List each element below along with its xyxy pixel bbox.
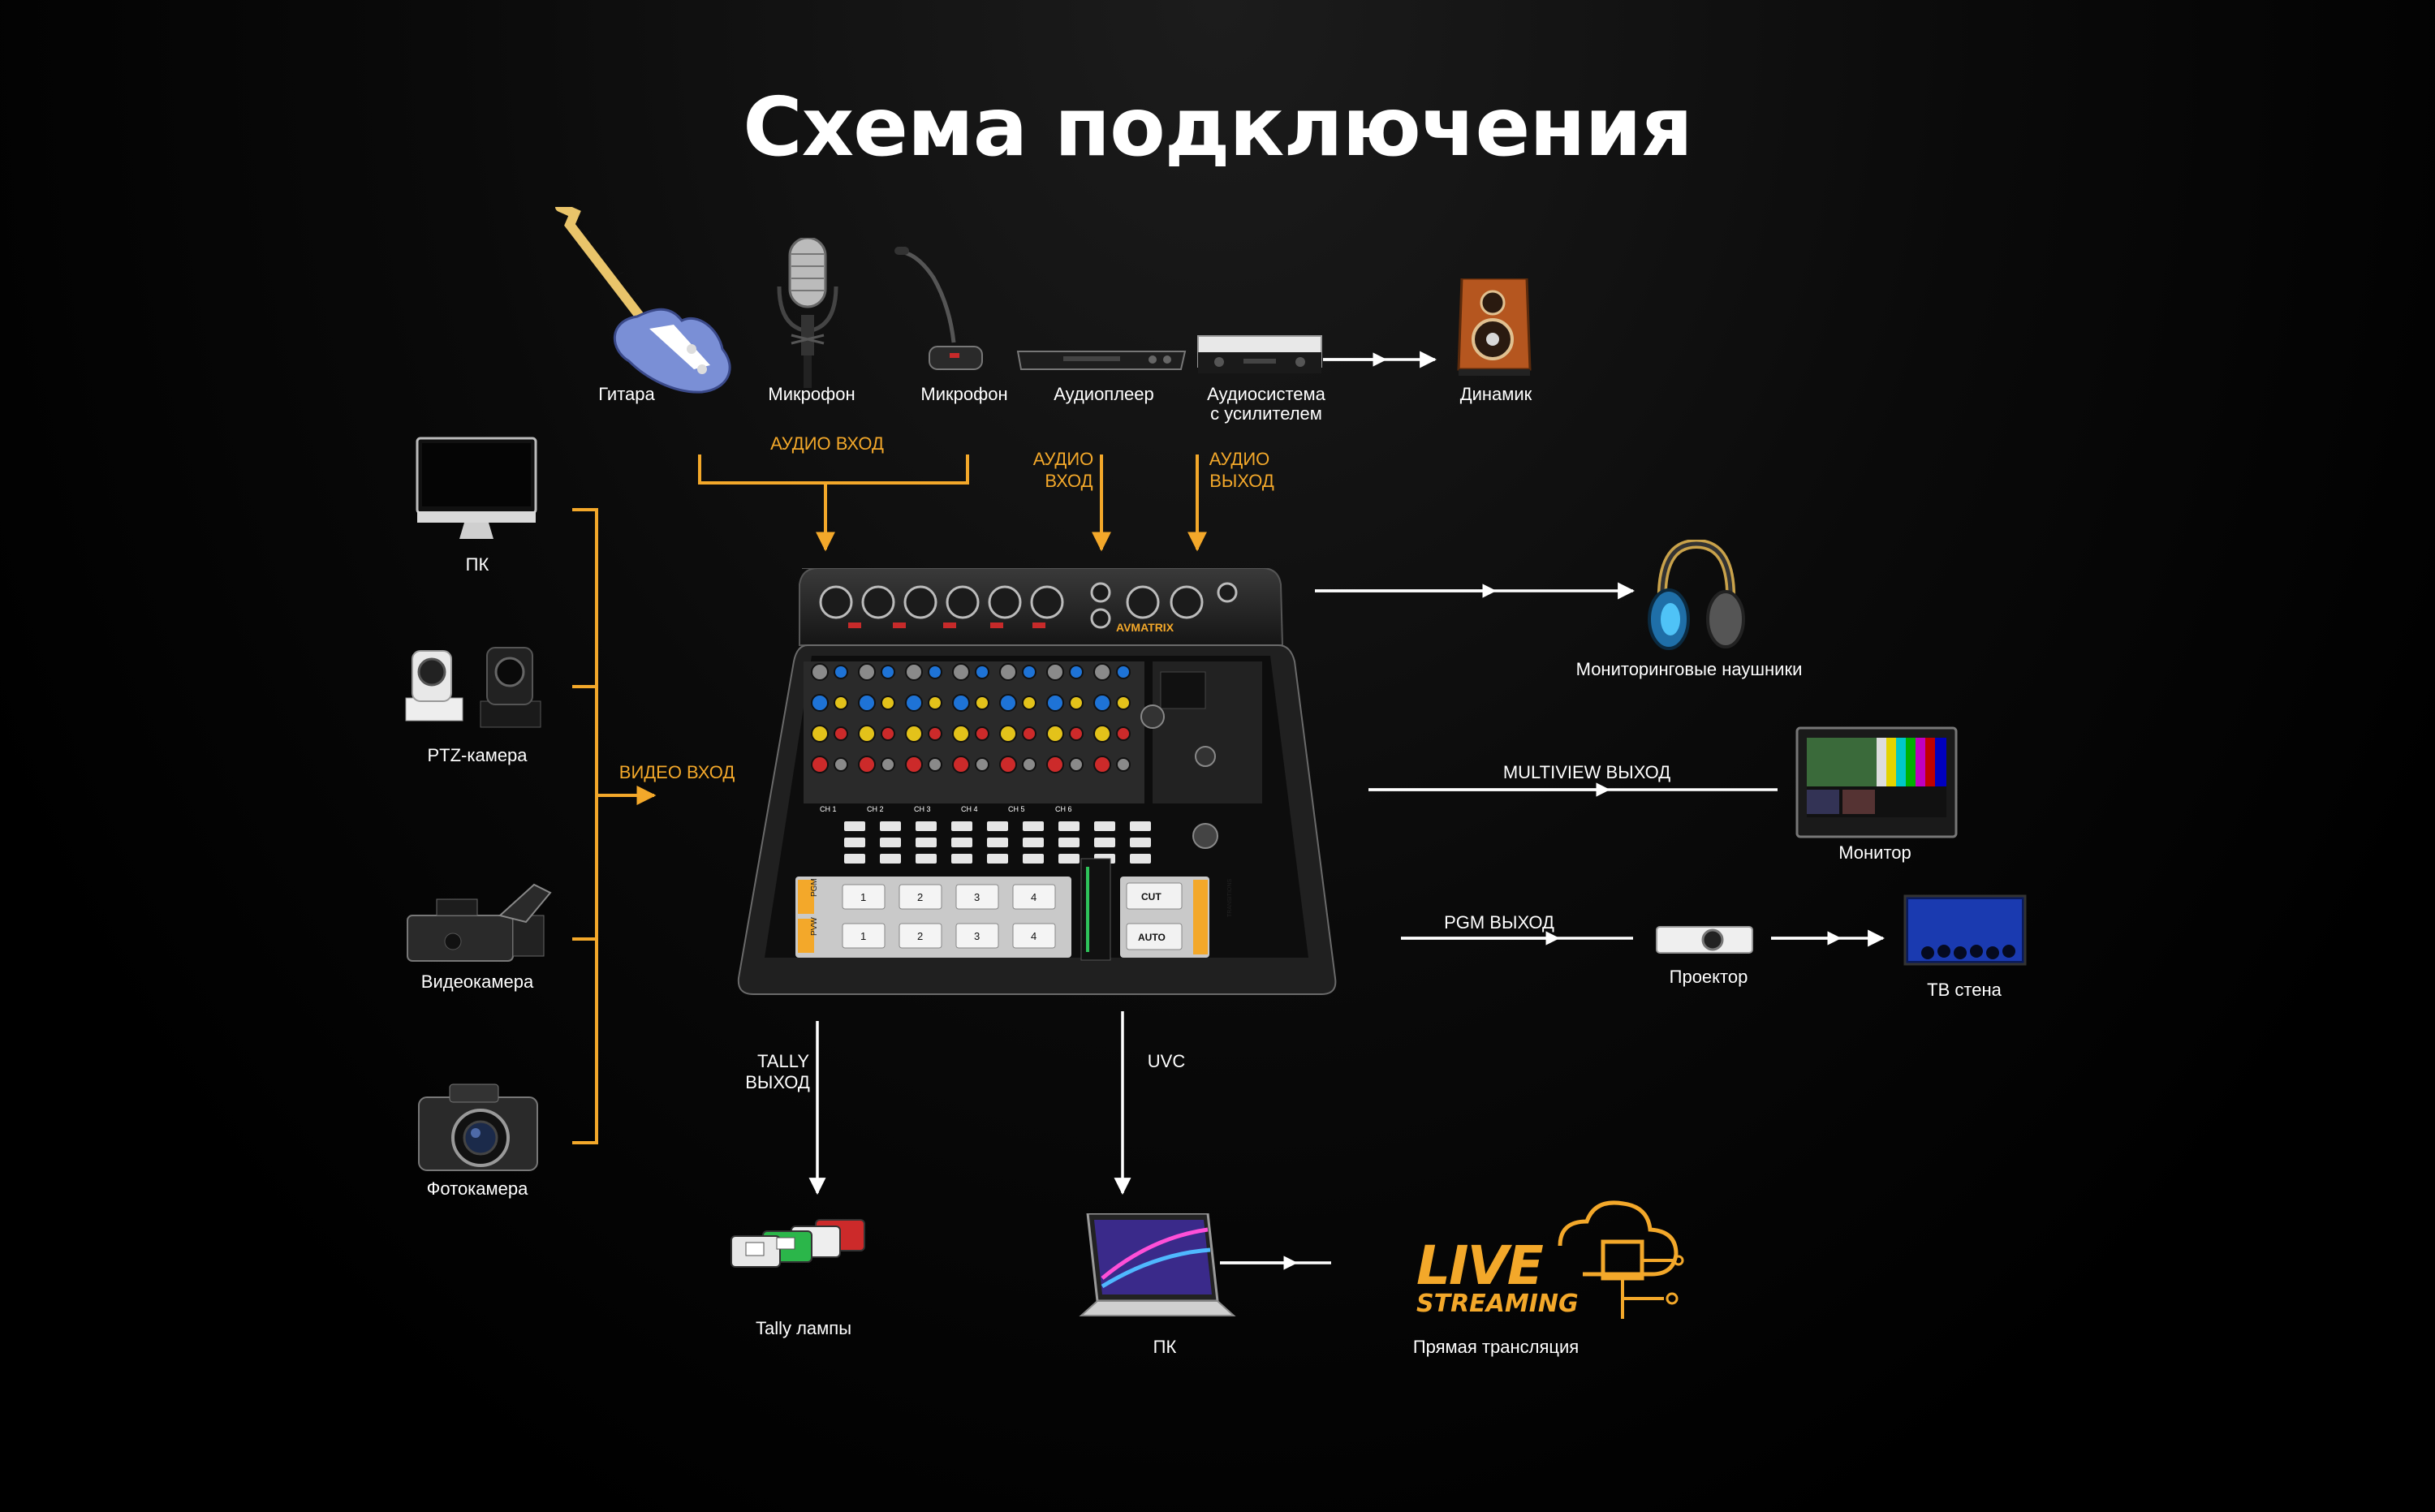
pvw-bus-key xyxy=(1012,923,1056,949)
mixer-pvw-label: PVW xyxy=(810,917,819,936)
svg-text:2: 2 xyxy=(917,930,923,942)
video-mixer: AVMATRIX CH 1 CH 2 CH 3 CH 4 CH 5 CH 6 PGM PV… xyxy=(737,568,1337,995)
projector-image xyxy=(1656,926,1753,954)
speaker-image xyxy=(1457,278,1532,376)
pvw-bus-key xyxy=(899,923,942,949)
live-streaming-label: Прямая трансляция xyxy=(1412,1337,1580,1357)
svg-text:4: 4 xyxy=(1031,891,1036,903)
svg-text:4: 4 xyxy=(1031,930,1036,942)
audio-in-bracket xyxy=(698,454,969,552)
multiview-monitor-image xyxy=(1795,726,1958,838)
laptop-image xyxy=(1079,1213,1236,1316)
headphones-image xyxy=(1648,540,1745,650)
ptz-camera-image xyxy=(405,647,541,728)
projector-label: Проектор xyxy=(1669,967,1748,987)
svg-text:3: 3 xyxy=(974,930,980,942)
live-streaming-logo: LIVE STREAMING xyxy=(1416,1234,1579,1318)
camcorder-label: Видеокамера xyxy=(420,971,534,992)
speaker-label: Динамик xyxy=(1459,384,1532,404)
audio-out-label-1: АУДИО xyxy=(1209,449,1270,469)
svg-text:3: 3 xyxy=(974,891,980,903)
pgm-bus-key xyxy=(1012,884,1056,910)
mixer-auto-key: AUTO xyxy=(1138,932,1166,943)
amplifier-label-line1: Аудиосистема xyxy=(1207,384,1325,404)
cloud-network-icon xyxy=(1558,1200,1684,1319)
svg-text:1: 1 xyxy=(860,891,866,903)
mixer-channel-label: CH 1 xyxy=(820,805,837,813)
pgm-out-label: PGM ВЫХОД xyxy=(1444,912,1554,933)
guitar-image xyxy=(555,207,731,394)
audio-player-image xyxy=(1016,351,1187,370)
mixer-channel-label: CH 2 xyxy=(867,805,884,813)
video-in-label: ВИДЕО ВХОД xyxy=(618,762,735,782)
laptop-label: ПК xyxy=(1153,1337,1177,1357)
multiview-out-label: MULTIVIEW ВЫХОД xyxy=(1502,762,1671,782)
studio-microphone-label: Микрофон xyxy=(768,384,855,404)
page-title: Схема подключения xyxy=(743,80,1692,174)
camcorder-image xyxy=(407,883,552,962)
live-logo-line1: LIVE xyxy=(1416,1234,1544,1297)
mixer-channel-label: CH 3 xyxy=(914,805,931,813)
studio-microphone-image xyxy=(777,238,838,388)
mixer-channel-label: CH 5 xyxy=(1008,805,1025,813)
photo-camera-label: Фотокамера xyxy=(426,1178,528,1199)
tv-wall-image xyxy=(1903,894,2027,966)
mixer-channel-label: CH 4 xyxy=(961,805,978,813)
audio-player-label: Аудиоплеер xyxy=(1054,384,1154,404)
mixer-brand: AVMATRIX xyxy=(1116,621,1174,634)
tally-lamps-label: Tally лампы xyxy=(755,1318,852,1338)
tally-out-label-2: ВЫХОД xyxy=(745,1072,810,1092)
pgm-bus-key xyxy=(842,884,886,910)
uvc-label: UVC xyxy=(1147,1051,1186,1071)
gooseneck-microphone-label: Микрофон xyxy=(920,384,1008,404)
mixer-pgm-label: PGM xyxy=(810,878,819,897)
live-logo-line2: STREAMING xyxy=(1416,1290,1579,1318)
pc-monitor-image xyxy=(416,437,537,539)
audio-in-player-label-2: ВХОД xyxy=(1045,471,1093,491)
mixer-transitions-label: TRANSITIONS xyxy=(1227,879,1233,917)
pc-label: ПК xyxy=(465,554,489,575)
guitar-label: Гитара xyxy=(598,384,655,404)
tally-lamps-image xyxy=(730,1219,865,1268)
tv-wall-label: ТВ стена xyxy=(1927,980,2002,1000)
pgm-bus-key xyxy=(899,884,942,910)
pvw-bus-key xyxy=(955,923,999,949)
monitor-label: Монитор xyxy=(1838,842,1911,863)
mixer-channel-label: CH 6 xyxy=(1055,805,1072,813)
amplifier-image xyxy=(1197,335,1322,373)
amplifier-label-line2: с усилителем xyxy=(1210,403,1322,424)
photo-camera-image xyxy=(418,1083,538,1171)
audio-out-label-2: ВЫХОД xyxy=(1209,471,1274,491)
svg-text:2: 2 xyxy=(917,891,923,903)
tally-out-label-1: TALLY xyxy=(757,1051,809,1071)
mixer-cut-key: CUT xyxy=(1141,891,1161,902)
pgm-bus-key xyxy=(955,884,999,910)
headphones-label: Мониторинговые наушники xyxy=(1575,659,1803,679)
ptz-camera-label: PTZ-камера xyxy=(427,745,528,765)
audio-in-label: АУДИО ВХОД xyxy=(770,433,884,454)
svg-text:1: 1 xyxy=(860,930,866,942)
audio-in-player-label-1: АУДИО xyxy=(1032,449,1094,469)
video-in-bracket xyxy=(572,508,657,1144)
pvw-bus-key xyxy=(842,923,886,949)
gooseneck-microphone-image xyxy=(894,247,983,370)
